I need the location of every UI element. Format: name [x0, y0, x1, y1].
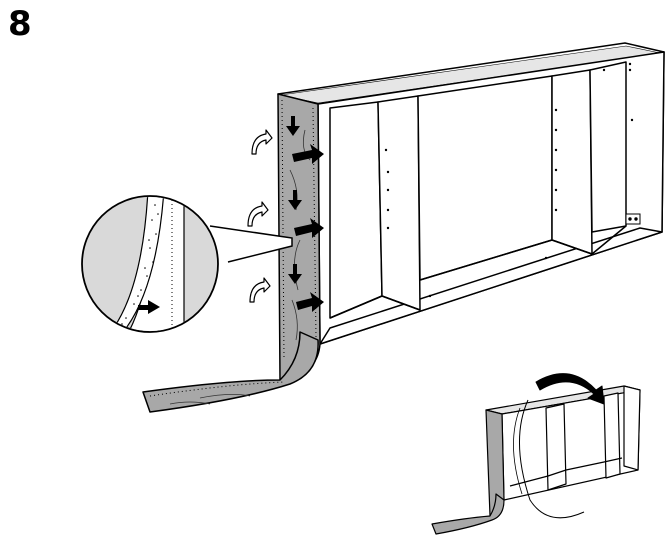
tape-loose-end — [142, 331, 319, 413]
edge-tape — [142, 93, 321, 413]
push-arrow-icon — [138, 300, 160, 314]
magnifier-pointer — [209, 225, 293, 263]
press-arrow-icon — [288, 190, 302, 210]
flip-arrow-icon — [249, 277, 271, 303]
step-number: 8 — [8, 4, 32, 44]
flip-arrow-icon — [251, 129, 273, 155]
press-arrows — [286, 116, 302, 284]
mini-tape — [431, 409, 505, 535]
left-compartment — [329, 101, 383, 319]
press-arrow-icon — [286, 116, 300, 136]
corner-bracket — [625, 213, 641, 225]
push-arrow-icon — [292, 144, 324, 164]
cabinet-bottom — [319, 227, 663, 345]
rotated-cabinet-preview — [431, 373, 641, 535]
divider-2 — [551, 69, 593, 255]
press-arrow-icon — [288, 264, 302, 284]
push-arrow-icon — [296, 292, 324, 312]
push-arrows — [292, 144, 324, 312]
flip-arrows — [247, 129, 273, 303]
shelf-holes — [384, 62, 634, 298]
push-arrow-icon — [294, 218, 324, 238]
divider-1 — [377, 95, 421, 311]
rotate-arrow-icon — [535, 373, 605, 405]
right-compartment — [589, 61, 627, 233]
magnifier-detail — [81, 195, 293, 333]
flip-arrow-icon — [247, 201, 269, 227]
cabinet-frame — [277, 42, 665, 345]
